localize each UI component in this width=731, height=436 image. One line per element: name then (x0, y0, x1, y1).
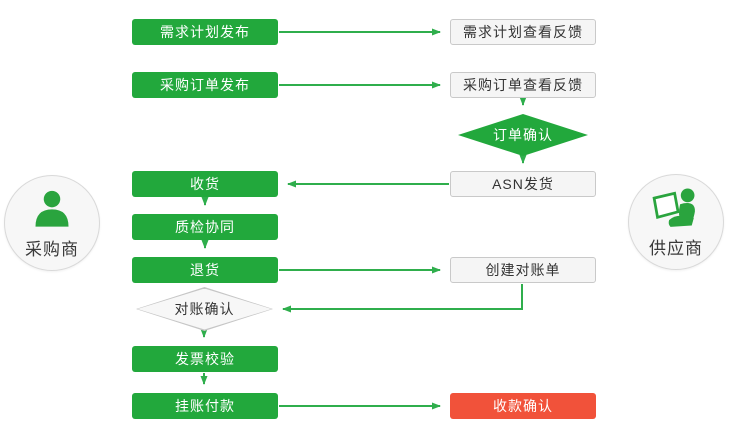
buyer-label: 采购商 (25, 240, 79, 259)
buyer-actor: 采购商 (4, 175, 100, 271)
node-po-feedback: 采购订单查看反馈 (450, 72, 596, 98)
supplier-label: 供应商 (649, 239, 703, 258)
node-demand-plan-publish: 需求计划发布 (132, 19, 278, 45)
buyer-icon (30, 188, 74, 233)
node-asn-ship: ASN发货 (450, 171, 596, 197)
node-receive: 收货 (132, 171, 278, 197)
statement-confirm-label: 对账确认 (137, 288, 272, 330)
node-receipt-confirm: 收款确认 (450, 393, 596, 419)
supplier-icon (650, 187, 702, 232)
supplier-actor: 供应商 (628, 174, 724, 270)
decision-order-confirm: 订单确认 (458, 114, 588, 156)
node-payment: 挂账付款 (132, 393, 278, 419)
node-quality-check: 质检协同 (132, 214, 278, 240)
node-invoice-verify: 发票校验 (132, 346, 278, 372)
node-demand-plan-feedback: 需求计划查看反馈 (450, 19, 596, 45)
node-return-goods: 退货 (132, 257, 278, 283)
decision-statement-confirm: 对账确认 (136, 287, 273, 331)
node-po-publish: 采购订单发布 (132, 72, 278, 98)
node-create-statement: 创建对账单 (450, 257, 596, 283)
